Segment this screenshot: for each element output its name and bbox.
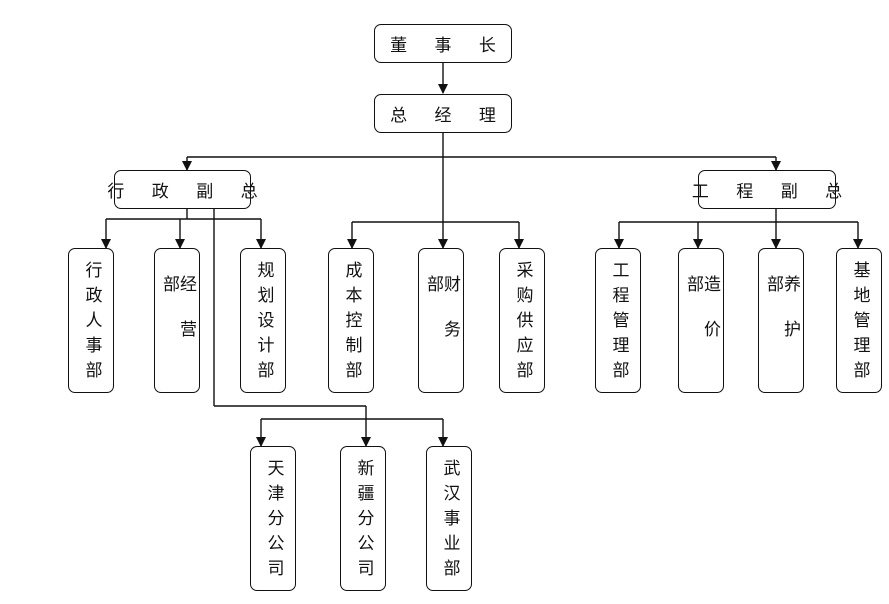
dept-planning-design: 规划设计部 xyxy=(240,248,286,393)
dept-admin-hr: 行政人事部 xyxy=(68,248,114,393)
dept-procurement: 采购供应部 xyxy=(499,248,545,393)
dept-engineering-mgmt: 工程管理部 xyxy=(595,248,641,393)
engineering-vp-box: 工 程 副 总 xyxy=(692,170,842,209)
chairman-box: 董 事 长 xyxy=(374,24,512,63)
branch-xinjiang: 新疆分公司 xyxy=(340,446,386,591)
dept-cost-control: 成本控制部 xyxy=(328,248,374,393)
admin-vp-box: 行 政 副 总 xyxy=(107,170,258,209)
dept-finance: 财务部 xyxy=(418,248,464,393)
branch-tianjin: 天津分公司 xyxy=(250,446,296,591)
general-manager-box: 总 经 理 xyxy=(374,94,512,133)
dept-maintenance: 养护部 xyxy=(758,248,804,393)
dept-business: 经营部 xyxy=(154,248,200,393)
dept-costing: 造价部 xyxy=(678,248,724,393)
branch-wuhan: 武汉事业部 xyxy=(426,446,472,591)
dept-base-mgmt: 基地管理部 xyxy=(836,248,882,393)
